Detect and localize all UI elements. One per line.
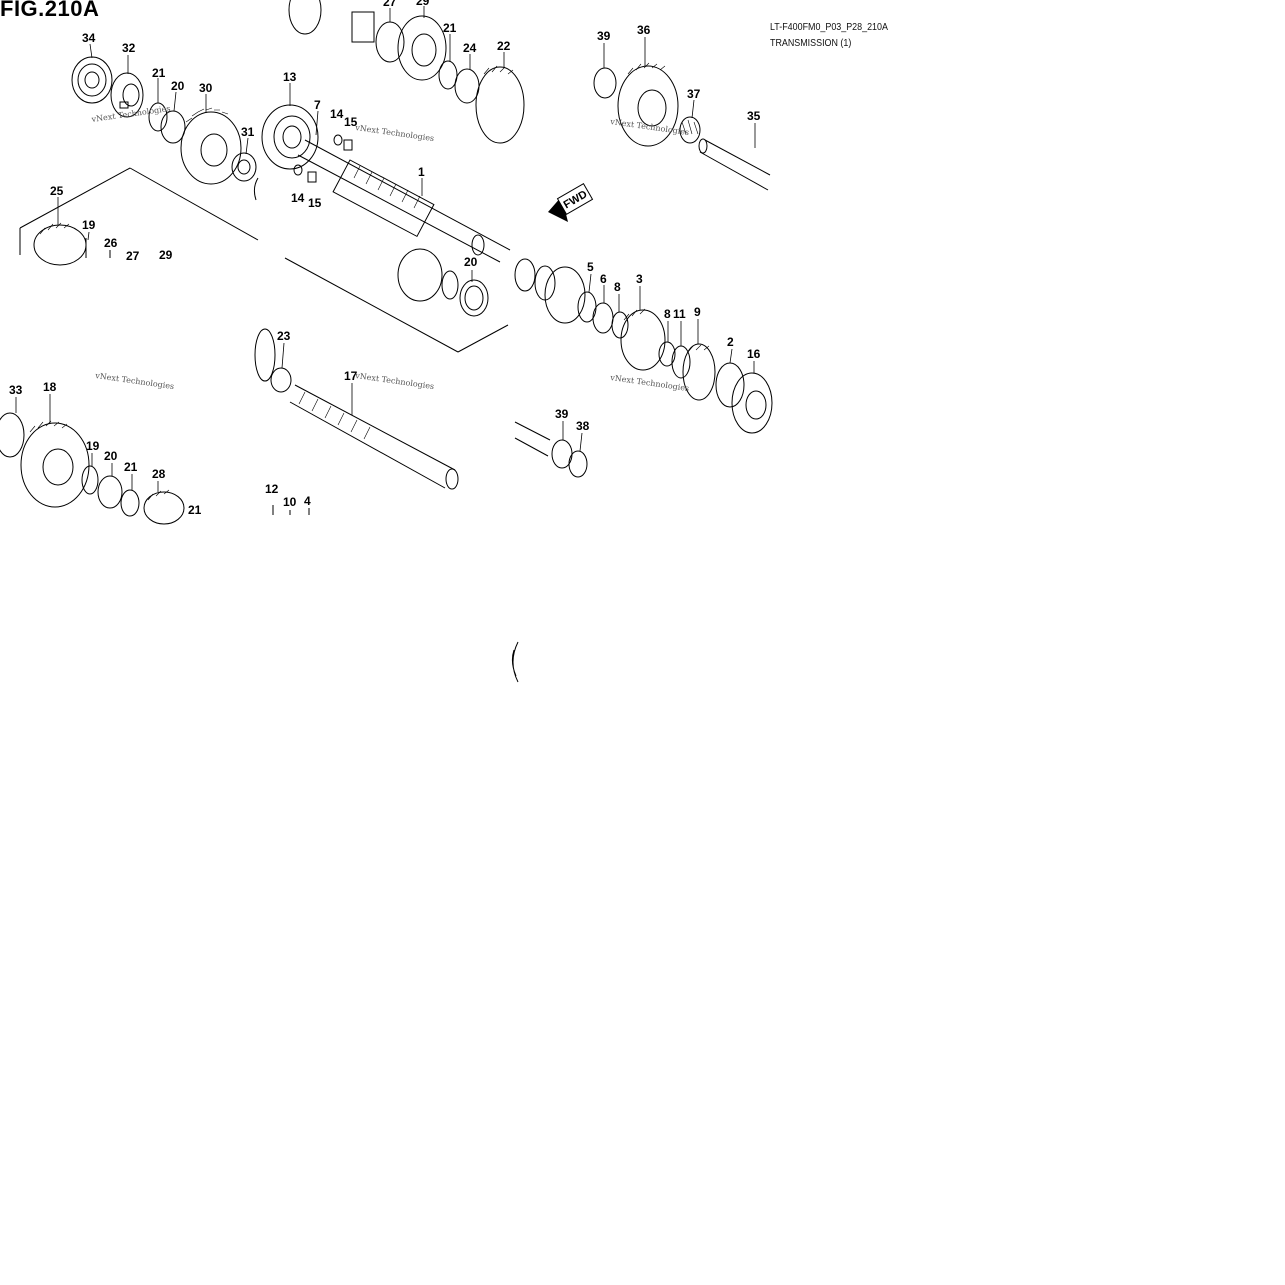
callout-34: 34: [82, 31, 96, 45]
callout-19-lower: 19: [86, 439, 100, 453]
callout-36: 36: [637, 23, 651, 37]
callout-20: 20: [171, 79, 185, 93]
callout-39: 39: [597, 29, 611, 43]
washer-20: [160, 110, 186, 144]
callout-19: 19: [82, 218, 96, 232]
callout-15-lower: 15: [308, 196, 322, 210]
callout-32: 32: [122, 41, 136, 55]
callout-18: 18: [43, 380, 57, 394]
diagram-code: LT-F400FM0_P03_P28_210A: [770, 21, 888, 33]
callout-22: 22: [497, 39, 511, 53]
watermark-6: vNext Technologies: [609, 373, 690, 393]
pins-14-15-upper: [293, 134, 353, 183]
callout-14-lower: 14: [291, 191, 305, 205]
callout-24: 24: [463, 41, 477, 55]
callout-4: 4: [304, 494, 311, 508]
callout-20-lower: 20: [104, 449, 118, 463]
callout-20-middle: 20: [464, 255, 478, 269]
upper-gear-cluster: [288, 0, 525, 144]
callout-21-lower: 21: [124, 460, 138, 474]
callout-3: 3: [636, 272, 643, 286]
callout-6: 6: [600, 272, 607, 286]
callout-21-upper: 21: [443, 21, 457, 35]
bearing-13: [261, 104, 319, 170]
fwd-arrow: FWD: [548, 183, 594, 222]
callout-14: 14: [330, 107, 344, 121]
callout-21-bottom: 21: [188, 503, 202, 517]
watermark-5: vNext Technologies: [354, 371, 435, 391]
callout-33: 33: [9, 383, 23, 397]
callout-2: 2: [727, 335, 734, 349]
watermark-1: vNext Technologies: [90, 104, 171, 124]
callout-39-lower: 39: [555, 407, 569, 421]
callout-21: 21: [152, 66, 166, 80]
driveshaft-17: [254, 328, 459, 490]
callout-37: 37: [687, 87, 701, 101]
section-name: TRANSMISSION (1): [770, 37, 852, 49]
callout-28: 28: [152, 467, 166, 481]
callout-38: 38: [576, 419, 590, 433]
washers-39-38: [514, 421, 588, 478]
watermark-2: vNext Technologies: [354, 123, 435, 143]
lower-small-parts: [272, 505, 310, 515]
bearing-34: [71, 56, 113, 104]
drawing-fragment: [511, 641, 519, 683]
callout-leaders: [15, 6, 756, 492]
callout-13: 13: [283, 70, 297, 84]
middle-gear-cluster: [397, 248, 489, 317]
callout-23: 23: [277, 329, 291, 343]
callout-17: 17: [344, 369, 358, 383]
callout-11: 11: [673, 307, 686, 321]
watermark-4: vNext Technologies: [94, 371, 175, 391]
left-lower-gear-cluster: [0, 412, 185, 525]
figure-title: FIG.210A: [0, 0, 100, 21]
assembly-frame: [19, 167, 509, 353]
callout-10: 10: [283, 495, 297, 509]
callout-7: 7: [314, 98, 321, 112]
callout-27-lower: 27: [126, 249, 140, 263]
callout-numbers: 34 32 21 20 30 31 13 7 14 15 14 15 1 27 …: [9, 0, 761, 517]
part-31: [231, 152, 259, 201]
callout-8-second: 8: [664, 307, 671, 321]
reverse-idler-group: [593, 62, 771, 191]
callout-8: 8: [614, 280, 621, 294]
callout-27: 27: [383, 0, 397, 9]
watermarks: vNext Technologies vNext Technologies vN…: [90, 104, 690, 393]
callout-31: 31: [241, 125, 255, 139]
callout-1: 1: [418, 165, 425, 179]
watermark-3: vNext Technologies: [609, 117, 690, 137]
callout-5: 5: [587, 260, 594, 274]
callout-9: 9: [694, 305, 701, 319]
callout-30: 30: [199, 81, 213, 95]
callout-25: 25: [50, 184, 64, 198]
callout-16: 16: [747, 347, 761, 361]
callout-35: 35: [747, 109, 761, 123]
left-gear-cluster: [33, 222, 111, 266]
driveshaft-gear-cluster: [514, 258, 773, 434]
callout-29: 29: [416, 0, 430, 8]
callout-29-lower: 29: [159, 248, 173, 262]
callout-26: 26: [104, 236, 118, 250]
part-32: [110, 72, 144, 118]
gear-30: [180, 107, 242, 185]
countershaft-1: [297, 139, 511, 263]
callout-15: 15: [344, 115, 358, 129]
callout-12: 12: [265, 482, 279, 496]
